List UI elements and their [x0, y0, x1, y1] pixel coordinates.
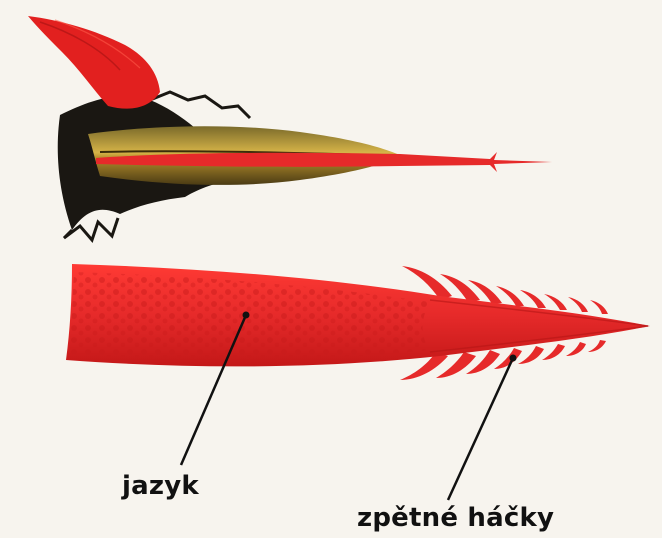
woodpecker-head-icon — [28, 16, 552, 240]
hooks-leader-dot — [510, 355, 517, 362]
barbed-tongue-icon — [66, 264, 650, 380]
hooks-leader-line — [448, 358, 513, 500]
tongue-label: jazyk — [122, 471, 199, 501]
tongue-leader-dot — [243, 312, 250, 319]
red-crest — [28, 16, 160, 109]
hooks-label: zpětné háčky — [357, 503, 554, 533]
